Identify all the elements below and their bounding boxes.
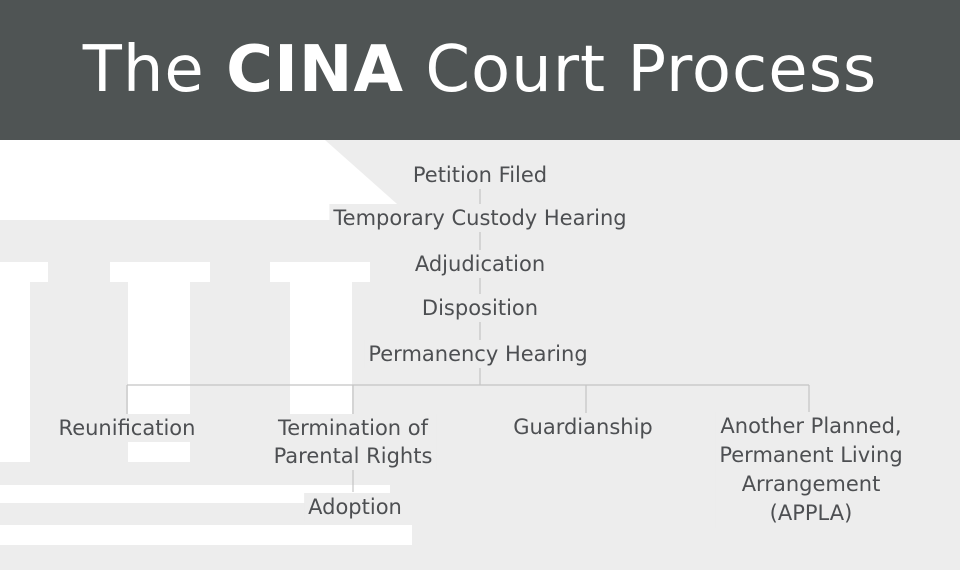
step-disposition: Disposition <box>417 294 543 322</box>
outcome-guardianship: Guardianship <box>509 413 657 441</box>
termination-line-2: Parental Rights <box>273 444 433 468</box>
step-petition-filed: Petition Filed <box>408 161 552 189</box>
appla-line-4: (APPLA) <box>769 501 853 525</box>
outcome-termination-of-parental-rights: Termination of Parental Rights <box>269 414 437 470</box>
termination-line-1: Termination of <box>277 416 429 440</box>
appla-line-3: Arrangement <box>741 472 881 496</box>
title-prefix: The <box>82 33 227 107</box>
title-bold: CINA <box>226 33 404 107</box>
header-banner: The CINA Court Process <box>0 0 960 140</box>
title-suffix: Court Process <box>403 33 878 107</box>
outcome-adoption: Adoption <box>304 493 406 521</box>
step-adjudication: Adjudication <box>410 250 550 278</box>
step-permanency-hearing: Permanency Hearing <box>364 340 592 368</box>
outcome-reunification: Reunification <box>54 414 200 442</box>
page-title: The CINA Court Process <box>83 38 878 102</box>
appla-line-2: Permanent Living <box>719 443 903 467</box>
appla-line-1: Another Planned, <box>720 414 902 438</box>
step-temporary-custody-hearing: Temporary Custody Hearing <box>329 204 631 232</box>
outcome-appla: Another Planned, Permanent Living Arrang… <box>715 412 907 528</box>
